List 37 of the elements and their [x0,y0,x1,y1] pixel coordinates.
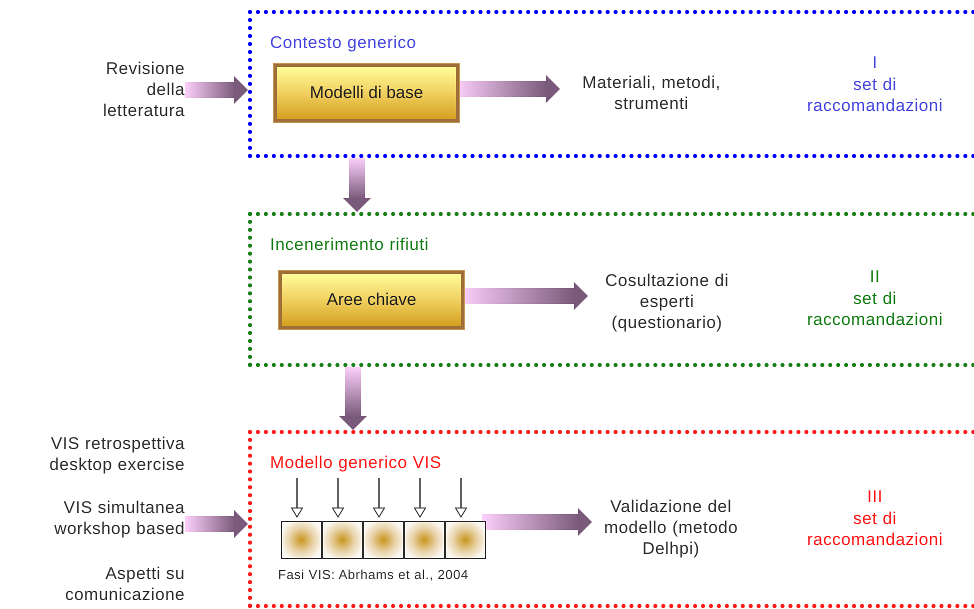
frame-title: Incenerimento rifiuti [270,234,429,256]
text-label: Cosultazione di esperti (questionario) [592,270,742,336]
block-arrow [185,510,248,538]
note-text: Fasi VIS: Abrhams et al., 2004 [278,566,470,584]
note-text: III [866,486,884,507]
dotted-frame [248,10,974,158]
frame-title: Modello generico VIS [270,452,442,474]
block-arrow [339,367,367,430]
phase-square [445,521,486,559]
text-label: Revisione della letteratura [80,58,185,124]
process-box: Modelli di base [274,64,459,122]
text-label: VIS simultanea workshop based [10,497,185,541]
note-text: set di raccomandazioni [806,288,944,330]
block-arrow [343,158,371,212]
note-text: I [871,52,879,73]
phase-square [363,521,404,559]
note-text: II [868,266,882,287]
arrow [455,478,467,518]
note-text: set di raccomandazioni [806,508,944,550]
text-label: Materiali, metodi, strumenti [564,72,739,122]
arrow [291,478,303,518]
frame-title: Contesto generico [270,32,416,54]
phase-square [404,521,445,559]
dotted-frame [248,430,974,608]
text-label: VIS retrospettiva desktop exercise [10,433,185,477]
arrow [414,478,426,518]
dotted-frame [248,212,974,367]
note-text: set di raccomandazioni [806,74,944,116]
text-label: Aspetti su comunicazione [10,563,185,607]
text-label: Validazione del modello (metodo Delhpi) [596,496,746,562]
block-arrow [185,76,248,104]
block-arrow [482,508,592,536]
arrow [373,478,385,518]
process-box: Aree chiave [279,271,464,329]
phase-square [281,521,322,559]
arrow [332,478,344,518]
phase-square [322,521,363,559]
